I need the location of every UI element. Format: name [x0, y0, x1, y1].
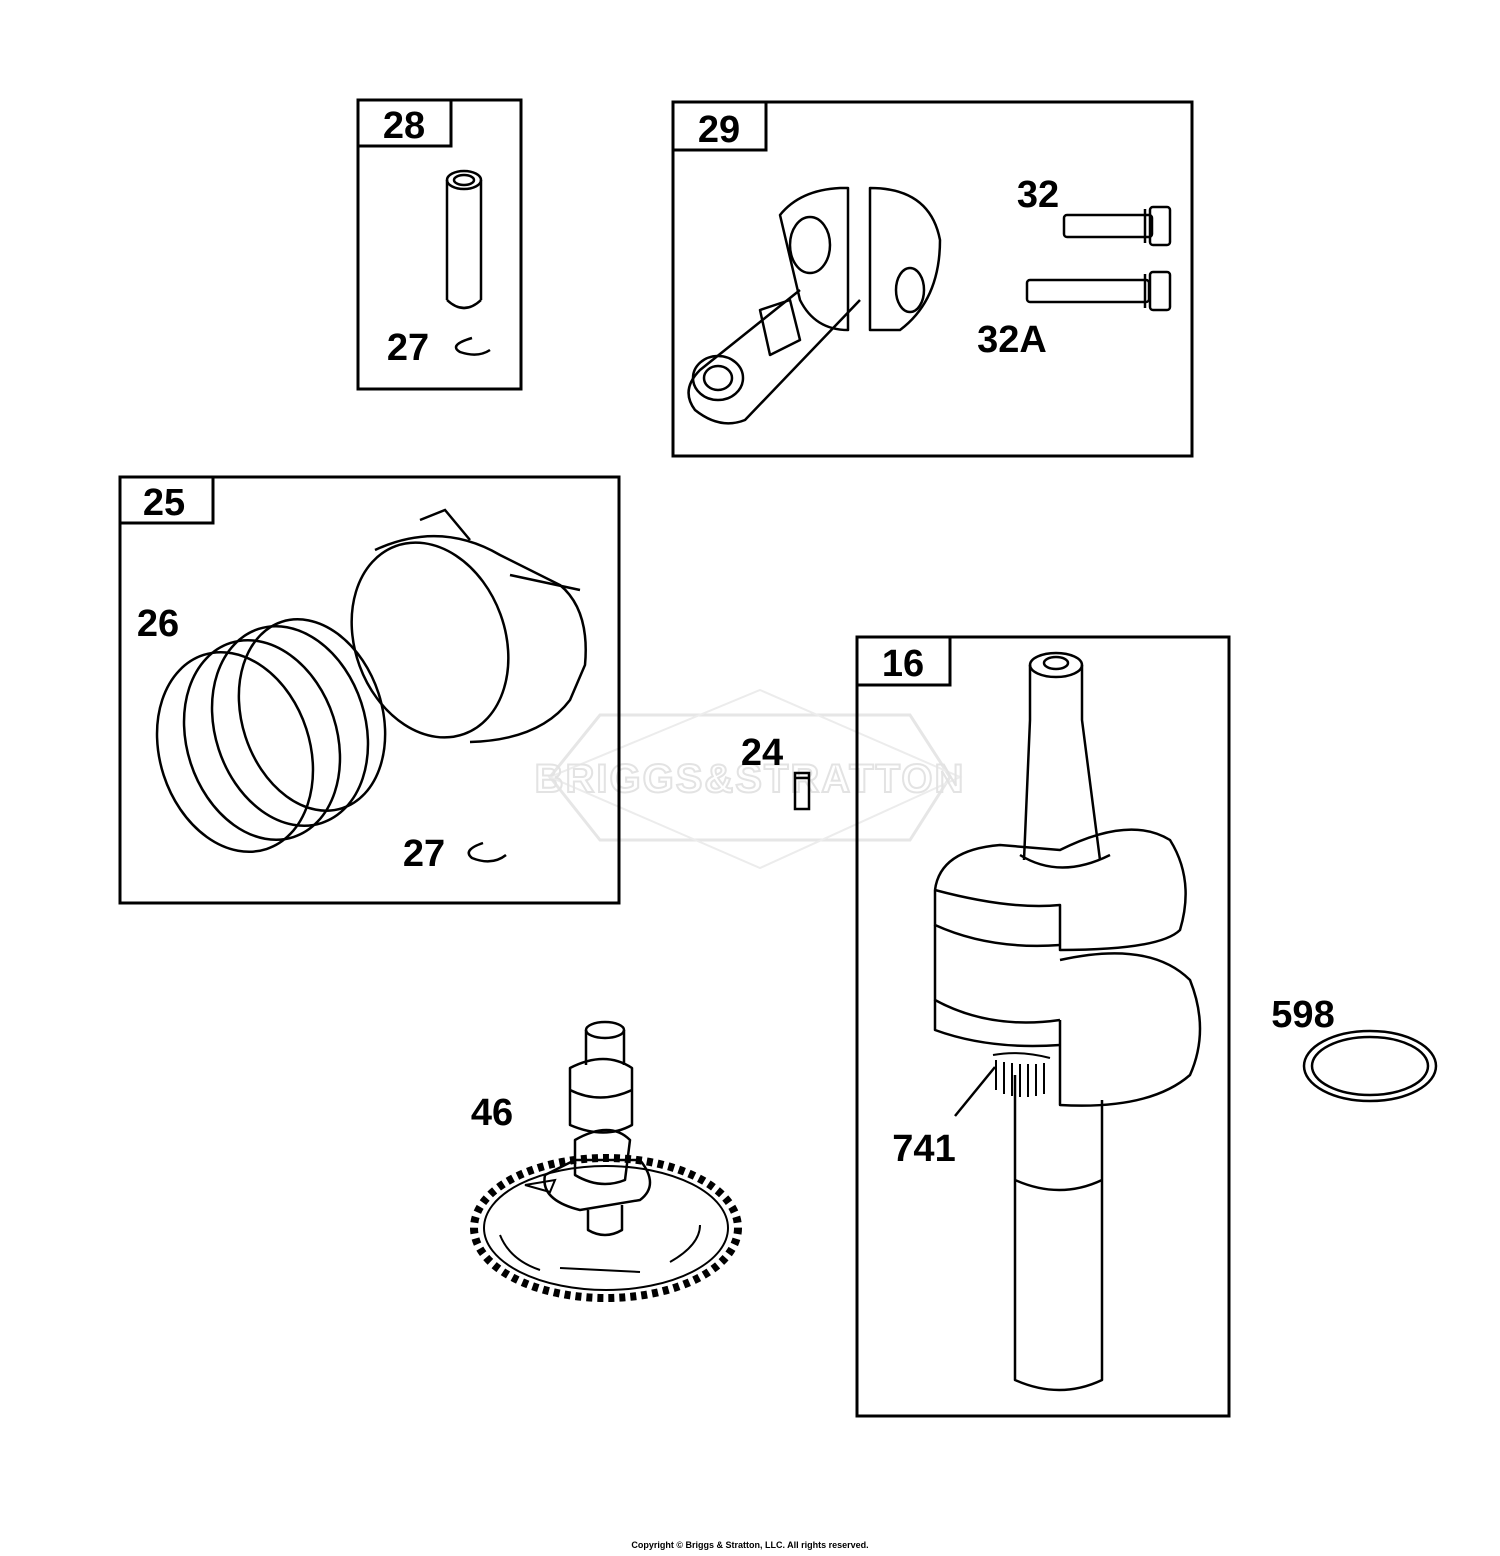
crankshaft-icon [933, 651, 1202, 1392]
cam-gear-icon [470, 1154, 742, 1302]
kit-box-connecting-rod[interactable]: 29 32 32A [671, 100, 1194, 458]
key-icon [793, 771, 811, 811]
box-number-16: 16 [882, 643, 924, 685]
bolt-32a-icon [1025, 270, 1172, 312]
washer-icon [1302, 1029, 1438, 1103]
timing-gear-icon [992, 1052, 1051, 1097]
piston-rings-icon [155, 618, 387, 853]
box-number-29: 29 [698, 109, 740, 151]
kit-box-piston[interactable]: 25 26 27 [118, 475, 621, 905]
brand-watermark: BRIGGS&STRATTON [534, 688, 966, 870]
bolt-32-icon [1062, 205, 1172, 247]
callout-27-top: 27 [387, 327, 429, 369]
callout-32: 32 [1017, 174, 1059, 216]
piston-icon [350, 508, 587, 744]
callout-26: 26 [137, 603, 179, 645]
kit-box-crankshaft[interactable]: 16 741 [855, 635, 1231, 1418]
callout-32a: 32A [977, 319, 1047, 361]
callout-598: 598 [1271, 994, 1334, 1036]
piston-pin-icon [445, 169, 483, 310]
leader-line-741 [954, 1066, 996, 1117]
copyright-notice: Copyright © Briggs & Stratton, LLC. All … [631, 1540, 869, 1550]
box-number-28: 28 [383, 105, 425, 147]
retainer-clip-lower-icon [467, 841, 507, 863]
box-number-25: 25 [143, 482, 185, 524]
camshaft-icon [543, 1020, 652, 1237]
callout-24: 24 [741, 732, 783, 774]
retainer-clip-icon [454, 336, 491, 356]
callout-46: 46 [471, 1092, 513, 1134]
callout-27-lower: 27 [403, 833, 445, 875]
connecting-rod-icon [687, 186, 942, 425]
callout-741: 741 [892, 1128, 955, 1170]
kit-box-piston-pin[interactable]: 28 27 [356, 98, 523, 391]
watermark-text: BRIGGS&STRATTON [535, 757, 966, 801]
